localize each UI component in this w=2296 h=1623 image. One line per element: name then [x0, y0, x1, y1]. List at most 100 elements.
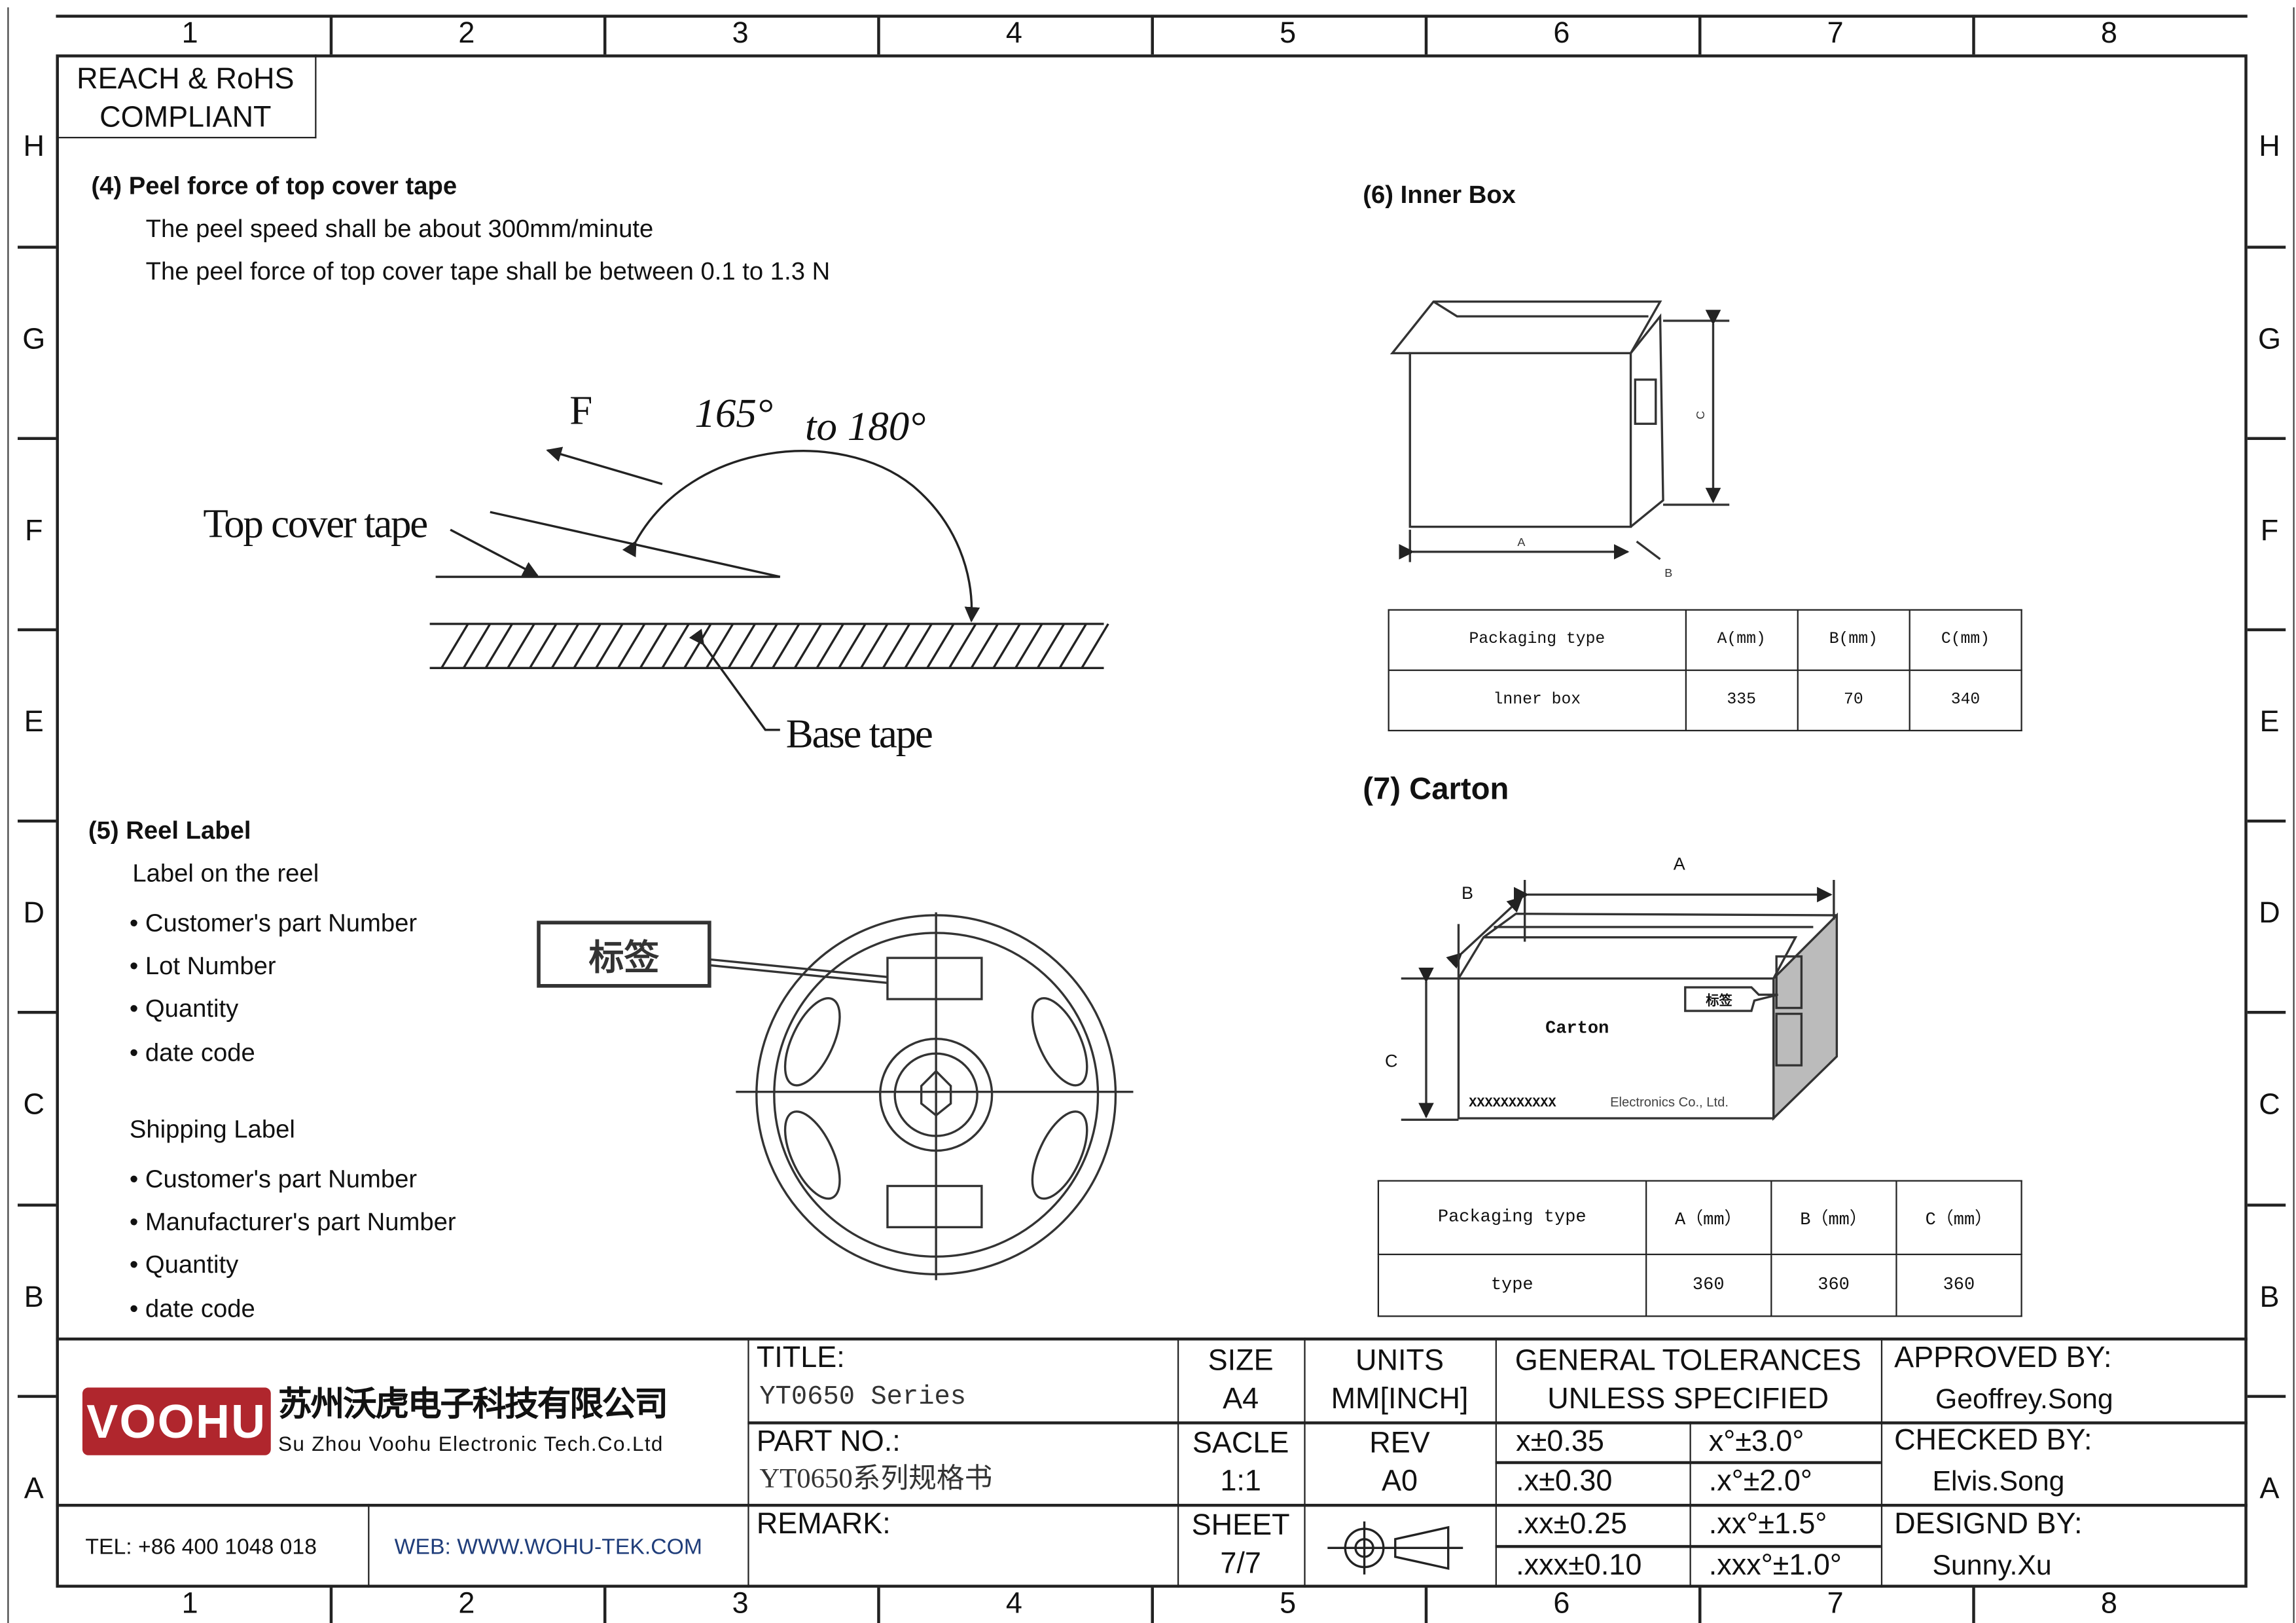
hatch-line [926, 623, 955, 669]
list-item: • date code [129, 1294, 255, 1322]
zone-divider [1424, 1588, 1427, 1623]
force-label: F [569, 387, 592, 433]
peel-force-text: The peel force of top cover tape shall b… [145, 257, 831, 286]
table-cell: 340 [1909, 669, 2022, 732]
units-label: UNITS [1355, 1345, 1444, 1377]
inner-dim-b: B [1664, 566, 1672, 579]
inner-box-heading: (6) Inner Box [1363, 181, 1516, 210]
row-marker: E [24, 706, 44, 739]
list-item: • Quantity [129, 995, 239, 1023]
base-tape-label: Base tape [786, 711, 932, 757]
table-cell: 360 [1770, 1253, 1897, 1317]
hatch-line [838, 623, 867, 669]
drawing-frame [56, 54, 2248, 1588]
tolerance-angle-1: .x°±2.0° [1708, 1465, 1812, 1498]
shipping-label-list: • Customer's part Number • Manufacturer'… [130, 1158, 456, 1330]
table-header: C（mm） [1895, 1180, 2022, 1255]
row-marker: B [2259, 1281, 2280, 1315]
hatch-line [1081, 623, 1109, 669]
peel-heading: (4) Peel force of top cover tape [91, 172, 457, 200]
tolerance-linear-2: .xx±0.25 [1516, 1508, 1627, 1541]
zone-divider [1972, 14, 1975, 55]
reel-tag-label: 标签 [588, 937, 659, 978]
size-label: SIZE [1208, 1345, 1274, 1377]
column-marker: 8 [2100, 1588, 2117, 1620]
hatch-line [683, 623, 712, 669]
carton-maker: Electronics Co., Ltd. [1610, 1095, 1729, 1110]
hatch-line [529, 623, 558, 669]
size-value: A4 [1223, 1383, 1259, 1416]
column-marker: 5 [1280, 1588, 1297, 1620]
hatch-line [816, 623, 844, 669]
checked-by-value: Elvis.Song [1932, 1467, 2065, 1498]
outer-border [7, 7, 2295, 1623]
hatch-line [793, 623, 823, 669]
carton-name: Carton [1545, 1019, 1609, 1039]
table-header: Packaging type [1388, 609, 1687, 671]
hatch-line [772, 623, 800, 669]
column-marker: 6 [1553, 17, 1570, 50]
zone-divider [2247, 819, 2286, 822]
tolerance-linear-1: .x±0.30 [1516, 1465, 1613, 1498]
hatch-line [992, 623, 1021, 669]
units-value: MM[INCH] [1331, 1383, 1469, 1416]
hatch-line [705, 623, 734, 669]
scale-value: 1:1 [1220, 1465, 1261, 1498]
zone-divider [877, 1588, 880, 1623]
table-header-row: Packaging type A(mm) B(mm) C(mm) [1388, 609, 2022, 671]
carton-maker-x: XXXXXXXXXXX [1469, 1096, 1556, 1111]
zone-divider [2247, 1011, 2286, 1013]
sheet-label: SHEET [1191, 1509, 1290, 1542]
inner-box-table: Packaging type A(mm) B(mm) C(mm) lnner b… [1388, 609, 2022, 732]
size-cell: SIZE A4 [1177, 1342, 1304, 1419]
table-header: C(mm) [1909, 609, 2022, 671]
row-marker: G [2257, 323, 2281, 356]
hatch-line [484, 623, 513, 669]
row-marker: G [22, 323, 46, 356]
hatch-line [595, 623, 624, 669]
top-tape-label: Top cover tape [203, 500, 427, 546]
zone-divider [2247, 628, 2286, 631]
zone-divider [877, 14, 880, 55]
table-cell: type [1377, 1253, 1647, 1317]
column-marker: 1 [181, 17, 198, 50]
hatch-line [727, 623, 757, 669]
tel-text: TEL: +86 400 1048 018 [85, 1535, 317, 1560]
zone-divider [329, 1588, 332, 1623]
zone-divider [17, 628, 56, 631]
carton-heading: (7) Carton [1363, 772, 1509, 807]
hatch-line [639, 623, 668, 669]
scale-label: SACLE [1192, 1427, 1289, 1460]
hatch-line [440, 623, 469, 669]
row-marker: A [2259, 1472, 2280, 1506]
table-header: A(mm) [1684, 609, 1799, 671]
table-cell: lnner box [1388, 669, 1687, 732]
zone-divider [603, 1588, 606, 1623]
website-link[interactable]: WEB: WWW.WOHU-TEK.COM [394, 1535, 702, 1560]
rev-value: A0 [1382, 1465, 1418, 1498]
zone-divider [17, 437, 56, 439]
list-item: • Quantity [129, 1251, 239, 1279]
zone-divider [17, 1203, 56, 1206]
row-marker: D [23, 897, 45, 930]
part-no-value: YT0650系列规格书 [759, 1464, 993, 1495]
hatch-line [904, 623, 933, 669]
hatch-line [550, 623, 580, 669]
table-header: B(mm) [1797, 609, 1910, 671]
column-marker: 7 [1827, 17, 1844, 50]
hatch-line [1036, 623, 1066, 669]
remark-label: REMARK: [756, 1508, 891, 1541]
row-marker: F [24, 515, 43, 548]
table-row: lnner box 335 70 340 [1388, 669, 2022, 732]
table-header: Packaging type [1377, 1180, 1647, 1255]
tolerances-sublabel: UNLESS SPECIFIED [1547, 1383, 1829, 1416]
column-marker: 8 [2100, 17, 2117, 50]
hatch-line [970, 623, 999, 669]
column-marker: 2 [458, 1588, 475, 1620]
row-marker: A [24, 1472, 44, 1506]
column-marker: 5 [1280, 17, 1297, 50]
zone-divider [2247, 246, 2286, 248]
